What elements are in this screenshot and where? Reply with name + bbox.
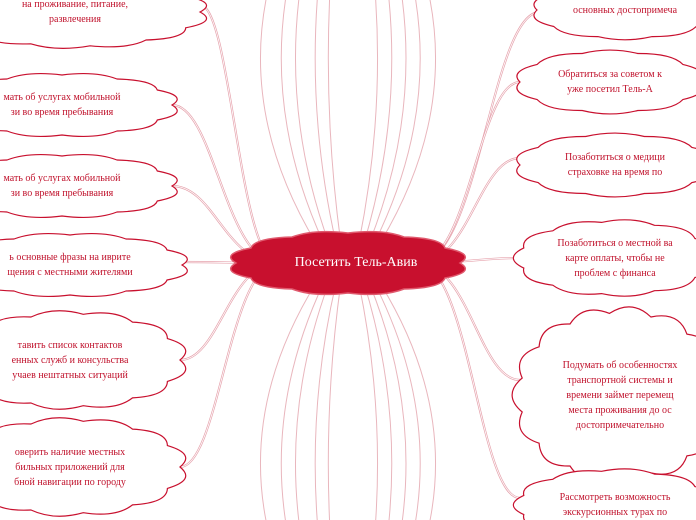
offscreen-branch-line bbox=[260, 0, 317, 244]
branch-left-0 bbox=[199, 3, 279, 265]
topic-label-line: ь основные фразы на иврите bbox=[9, 252, 131, 263]
topic-label-line: щения с местными жителями bbox=[7, 267, 133, 278]
topic-label-left-0[interactable]: на проживание, питание, развлечения bbox=[0, 0, 190, 27]
topic-label-line: бильных приложений для bbox=[15, 461, 125, 473]
central-topic-cloud[interactable] bbox=[230, 230, 466, 296]
branch-right-5 bbox=[417, 261, 521, 500]
topic-label-line: уже посетил Тель-А bbox=[567, 84, 653, 95]
offscreen-branch-line bbox=[358, 282, 379, 520]
topic-label-line: енных служб и консульства bbox=[11, 354, 129, 366]
topic-label-line: зи во время пребывания bbox=[10, 107, 114, 118]
topic-cloud-right-3[interactable] bbox=[512, 219, 696, 297]
topic-label-left-3[interactable]: ь основные фразы на иврите щения с местны… bbox=[0, 250, 172, 280]
topic-cloud-right-5[interactable] bbox=[512, 468, 696, 520]
topic-label-left-2[interactable]: мать об услугах мобильной зи во время пре… bbox=[0, 171, 162, 201]
branch-left-5 bbox=[179, 261, 279, 469]
topic-label-right-4[interactable]: Подумать об особенностях транспортной сис… bbox=[530, 358, 696, 433]
branch-left-0-highlight bbox=[199, 4, 279, 264]
topic-label-line: Подумать об особенностях bbox=[562, 359, 678, 371]
branch-lines bbox=[171, 0, 541, 520]
topic-label-line: бной навигации по городу bbox=[14, 476, 126, 488]
branch-left-1-highlight bbox=[171, 104, 279, 264]
topic-label-line: оверить наличие местных bbox=[14, 446, 126, 458]
topic-label-right-1[interactable]: Обратиться за советом к уже посетил Тель-… bbox=[530, 67, 690, 97]
topic-label-line: основных достопримеча bbox=[572, 4, 678, 16]
branch-left-1 bbox=[171, 103, 279, 265]
topic-label-line: транспортной системы и bbox=[567, 374, 673, 386]
topic-label-line: карте оплаты, чтобы не bbox=[565, 252, 665, 264]
topic-label-line: развлечения bbox=[49, 14, 101, 25]
topic-label-line: мать об услугах мобильной bbox=[3, 173, 121, 184]
central-topic-label[interactable]: Посетить Тель-Авив bbox=[294, 255, 418, 270]
topic-label-line: Обратиться за советом к bbox=[558, 69, 662, 80]
topic-label-line: тавить список контактов bbox=[17, 339, 123, 351]
topic-label-line: Рассмотреть возможность bbox=[559, 492, 671, 503]
branch-left-5-highlight bbox=[179, 262, 279, 468]
branch-right-5-highlight bbox=[417, 262, 521, 499]
branch-right-1-highlight bbox=[417, 81, 521, 264]
topic-label-line: места проживания до ос bbox=[568, 404, 672, 416]
offscreen-branch-line bbox=[379, 282, 436, 520]
offscreen-branch-line bbox=[327, 282, 342, 520]
topic-label-left-5[interactable]: оверить наличие местных бильных приложени… bbox=[0, 445, 170, 490]
topic-label-line: проблем с финанса bbox=[574, 267, 656, 279]
offscreen-branch-line bbox=[314, 282, 337, 520]
topic-label-line: мать об услугах мобильной bbox=[3, 92, 121, 103]
topic-label-right-3[interactable]: Позаботиться о местной ва карте оплаты, ч… bbox=[530, 236, 696, 281]
offscreen-branch-line bbox=[373, 0, 421, 244]
topic-cloud-left-1[interactable] bbox=[0, 72, 178, 138]
topic-label-line: достопримечательно bbox=[575, 419, 665, 431]
topic-cloud-right-2[interactable] bbox=[516, 132, 696, 198]
topic-label-right-2[interactable]: Позаботиться о медици страховке на время … bbox=[530, 150, 696, 180]
branch-right-1 bbox=[417, 80, 521, 265]
topic-cloud-right-0[interactable] bbox=[533, 0, 696, 41]
offscreen-branch-line bbox=[363, 0, 393, 244]
topic-label-line: на проживание, питание, bbox=[21, 0, 129, 10]
topic-cloud-right-1[interactable] bbox=[516, 49, 696, 115]
topic-cloud-left-0[interactable] bbox=[0, 0, 208, 49]
offscreen-branch-line bbox=[368, 282, 407, 520]
topic-cloud-left-4[interactable] bbox=[0, 310, 187, 410]
topic-label-line: экскурсионных турах по bbox=[562, 507, 668, 518]
topic-label-line: зи во время пребывания bbox=[10, 188, 114, 199]
offscreen-branch-line bbox=[295, 282, 330, 520]
offscreen-branch-line bbox=[358, 0, 379, 244]
offscreen-branch-line bbox=[363, 282, 393, 520]
topic-label-line: страховке на время по bbox=[567, 167, 663, 178]
offscreen-branch-line bbox=[295, 0, 330, 244]
topic-label-left-4[interactable]: тавить список контактов енных служб и кон… bbox=[0, 338, 170, 383]
offscreen-branch-line bbox=[260, 282, 317, 520]
branch-right-0-highlight bbox=[417, 11, 541, 264]
topic-cloud-left-5[interactable] bbox=[0, 417, 187, 517]
offscreen-branch-line bbox=[379, 0, 436, 244]
topic-cloud-left-3[interactable] bbox=[0, 232, 188, 298]
offscreen-branch-line bbox=[368, 0, 407, 244]
topic-label-line: учаев нештатных ситуаций bbox=[12, 369, 128, 381]
offscreen-branch-line bbox=[280, 0, 325, 244]
topic-label-right-5[interactable]: Рассмотреть возможность экскурсионных тур… bbox=[530, 490, 696, 520]
offscreen-branch-line bbox=[314, 0, 337, 244]
topic-label-right-0[interactable]: основных достопримеча bbox=[547, 3, 696, 18]
offscreen-branch-line bbox=[327, 0, 342, 244]
offscreen-branch-line bbox=[280, 282, 325, 520]
topic-cloud-left-2[interactable] bbox=[0, 153, 178, 219]
topic-label-line: Позаботиться о местной ва bbox=[557, 237, 673, 249]
topic-label-line: Позаботиться о медици bbox=[564, 152, 666, 163]
topic-label-left-1[interactable]: мать об услугах мобильной зи во время пре… bbox=[0, 90, 162, 120]
topic-label-line: времени займет перемещ bbox=[566, 389, 674, 401]
offscreen-branch-line bbox=[373, 282, 421, 520]
branch-right-0 bbox=[417, 10, 541, 265]
topic-cloud-right-4[interactable] bbox=[511, 306, 696, 484]
